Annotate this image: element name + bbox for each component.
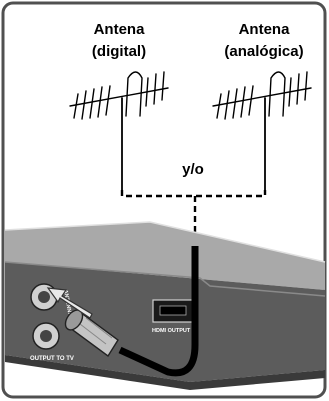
and-or-label: y/o [182,161,204,178]
hdmi-output-label: HDMI OUTPUT [152,328,191,334]
coaxial-plug [64,309,119,358]
rf-out-label: OUTPUT TO TV [30,356,74,362]
antenna-cable [118,246,199,377]
rf-out-port [32,322,60,350]
rf-in-port [30,283,58,311]
antenna-analog-icon [212,71,312,191]
rf-in-label: ANTENNA IN [62,289,74,323]
insert-arrow [46,287,93,319]
antenna-digital-icon [69,71,169,191]
hdmi-port [152,299,194,323]
antenna-digital-subtitle: (digital) [92,43,146,60]
antenna-analog-subtitle: (analógica) [224,43,303,60]
combiner-dashed-lines [120,190,267,233]
antenna-analog-title: Antena [239,21,290,38]
antenna-digital-title: Antena [94,21,145,38]
